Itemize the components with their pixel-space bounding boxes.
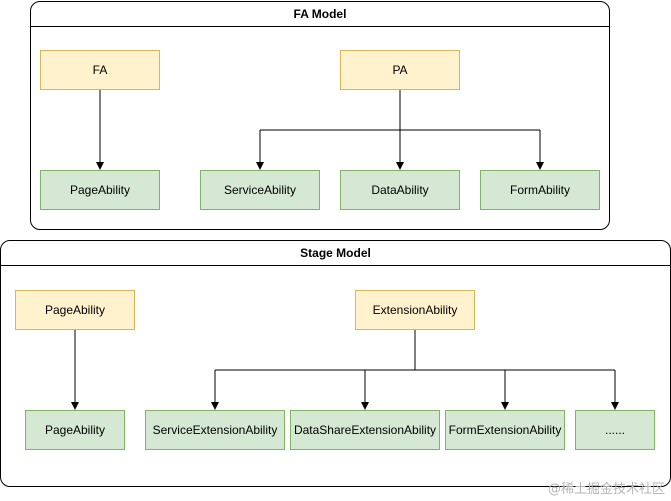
stage-model-title: Stage Model — [1, 241, 670, 266]
serviceability-node: ServiceAbility — [200, 170, 320, 210]
formability-node: FormAbility — [480, 170, 600, 210]
fa-model-title: FA Model — [31, 2, 609, 27]
serviceextensionability-node: ServiceExtensionAbility — [145, 410, 285, 450]
more-extensions-node: ...... — [575, 410, 655, 450]
pa-node: PA — [340, 50, 460, 90]
datashareextensionability-node: DataShareExtensionAbility — [290, 410, 440, 450]
fa-pageability-node: PageAbility — [40, 170, 160, 210]
dataability-node: DataAbility — [340, 170, 460, 210]
watermark-text: @稀土掘金技术社区 — [547, 482, 665, 497]
extensionability-node: ExtensionAbility — [355, 290, 475, 330]
stage-pageability-parent-node: PageAbility — [15, 290, 135, 330]
formextensionability-node: FormExtensionAbility — [445, 410, 565, 450]
fa-node: FA — [40, 50, 160, 90]
stage-pageability-child-node: PageAbility — [25, 410, 125, 450]
